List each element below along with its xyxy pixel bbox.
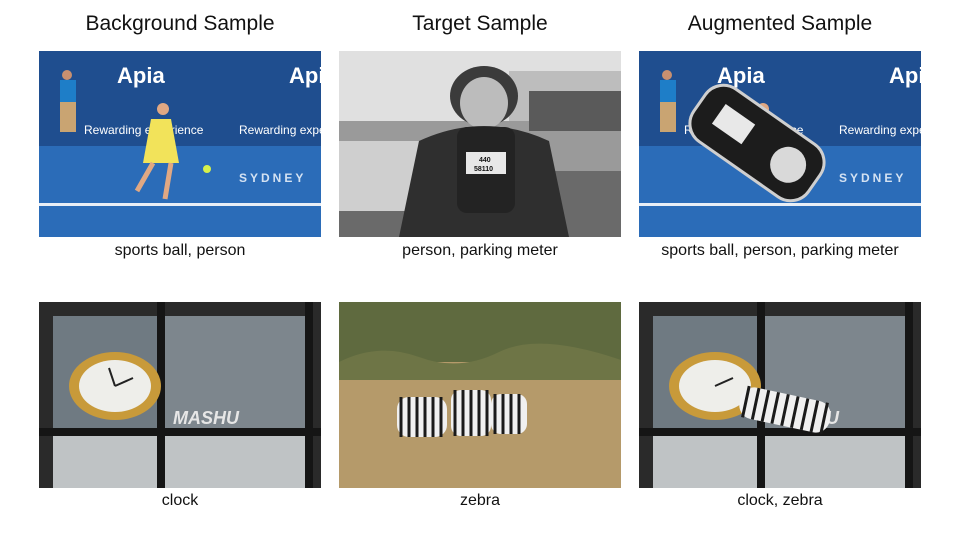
sign-text: MASHU [173, 408, 240, 428]
banner-slogan-text: Rewarding experience [84, 123, 204, 137]
meter-text-1: 440 [479, 157, 491, 164]
background-image-clock: MASHU [39, 302, 321, 488]
court-text: SYDNEY [239, 171, 306, 185]
target-image-parking-meter: 440 58110 [339, 51, 621, 237]
background-image-tennis: Apia Apia Rewarding experience Rewarding… [39, 51, 321, 237]
svg-text:SYDNEY: SYDNEY [839, 171, 906, 185]
svg-text:Rewarding experience: Rewarding experience [239, 123, 321, 137]
column-title-target: Target Sample [412, 12, 548, 35]
caption-augmented-row1: sports ball, person, parking meter [661, 242, 899, 259]
caption-target-row2: zebra [459, 492, 501, 509]
column-title-augmented: Augmented Sample [687, 12, 873, 35]
svg-text:Apia: Apia [289, 63, 321, 88]
augmented-image-tennis-meter: Apia Apia Rewarding experience Rewarding… [639, 51, 921, 237]
svg-text:Rewarding experience: Rewarding experience [839, 123, 921, 137]
meter-text-2: 58110 [474, 166, 493, 173]
caption-background-row1: sports ball, person [114, 242, 246, 259]
column-title-background: Background Sample [85, 12, 275, 35]
caption-augmented-row2: clock, zebra [737, 492, 823, 509]
caption-target-row1: person, parking meter [402, 242, 558, 259]
banner-brand-text: Apia [117, 63, 165, 88]
svg-text:Apia: Apia [889, 63, 921, 88]
target-image-zebra [339, 302, 621, 488]
caption-background-row2: clock [161, 492, 199, 509]
augmented-image-clock-zebra: MASHU [639, 302, 921, 488]
